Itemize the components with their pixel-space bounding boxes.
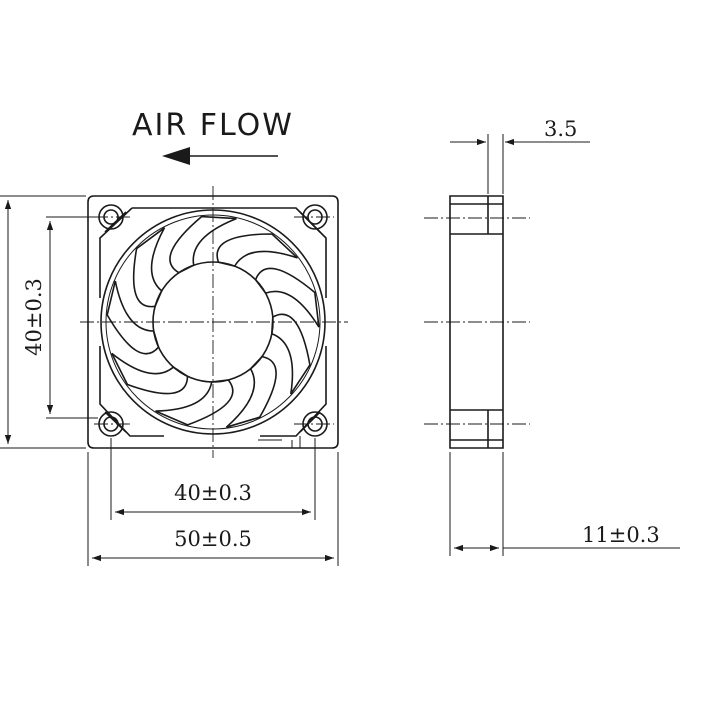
dimension-label-side-top: 3.5 xyxy=(544,117,577,141)
side-bottom-flange xyxy=(450,409,503,448)
fan-blade xyxy=(225,355,277,428)
side-top-flange xyxy=(450,196,503,235)
fan-front-view xyxy=(80,186,348,458)
dimension-label-bottom-overall: 50±0.5 xyxy=(174,527,252,551)
dimension-bottom-inner: 40±0.3 xyxy=(110,438,316,520)
dimension-label-bottom-inner: 40±0.3 xyxy=(174,481,252,505)
fan-blade xyxy=(270,313,311,395)
fan-blade xyxy=(216,233,298,268)
fan-blade xyxy=(254,267,320,328)
air-flow-arrow xyxy=(162,147,278,165)
fan-blades xyxy=(106,215,320,428)
dimension-label-left: 40±0.3 xyxy=(22,278,46,356)
dimension-left-vertical: 40±0.3 xyxy=(0,195,98,449)
dimension-label-side-bottom: 11±0.3 xyxy=(582,523,660,547)
side-body xyxy=(449,195,504,449)
dimension-side-bottom: 11±0.3 xyxy=(449,452,680,556)
fan-blade xyxy=(106,280,160,355)
dimension-bottom-overall: 50±0.5 xyxy=(87,452,339,566)
fan-blade xyxy=(132,227,166,308)
fan-side-view xyxy=(424,195,530,449)
dimension-side-top: 3.5 xyxy=(450,117,590,194)
fan-blade xyxy=(155,379,234,426)
frame-outline xyxy=(87,195,339,449)
air-flow-title: AIR FLOW xyxy=(132,108,294,143)
fan-blade xyxy=(169,215,237,274)
fan-blade xyxy=(111,352,189,395)
